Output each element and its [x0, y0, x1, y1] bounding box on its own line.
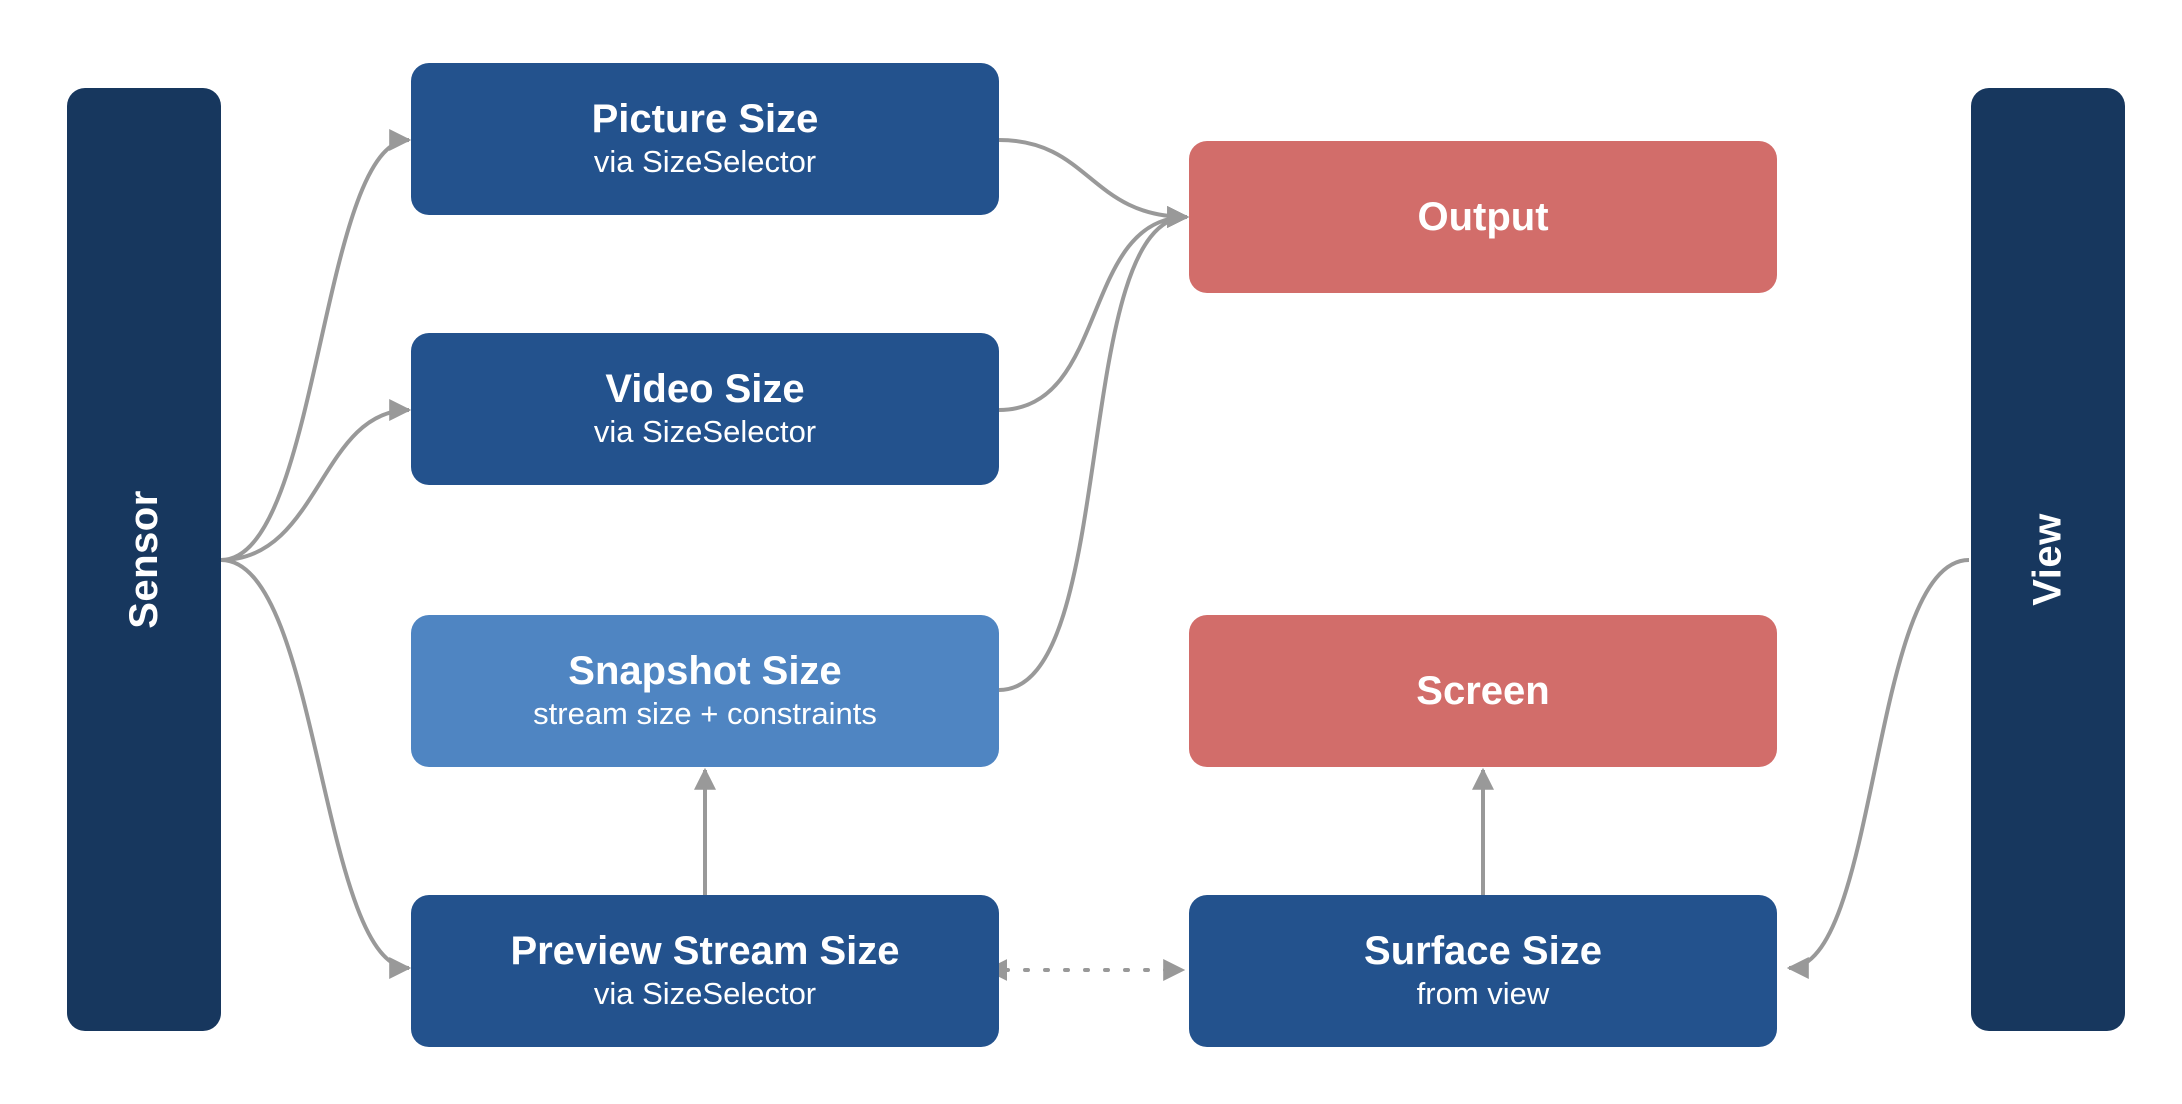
preview-stream-size-box: Preview Stream Size via SizeSelector — [411, 895, 999, 1047]
surface-size-box: Surface Size from view — [1189, 895, 1777, 1047]
snapshot-size-title: Snapshot Size — [568, 649, 842, 693]
output-title: Output — [1417, 195, 1549, 239]
preview-stream-size-title: Preview Stream Size — [510, 929, 900, 973]
screen-box: Screen — [1189, 615, 1777, 767]
surface-size-subtitle: from view — [1416, 976, 1550, 1011]
arrow-snapshot-to-output — [998, 206, 1190, 692]
arrow-sensor-to-picture — [220, 129, 412, 562]
view-label: View — [2025, 513, 2070, 606]
preview-stream-size-subtitle: via SizeSelector — [593, 976, 817, 1011]
view-bar: View — [1971, 88, 2125, 1031]
arrow-video-to-output — [998, 206, 1190, 412]
snapshot-size-box: Snapshot Size stream size + constraints — [411, 615, 999, 767]
sensor-bar: Sensor — [67, 88, 221, 1031]
arrow-sensor-to-preview — [220, 558, 412, 979]
output-box: Output — [1189, 141, 1777, 293]
video-size-title: Video Size — [605, 367, 805, 411]
sensor-label: Sensor — [121, 490, 166, 629]
video-size-box: Video Size via SizeSelector — [411, 333, 999, 485]
picture-size-box: Picture Size via SizeSelector — [411, 63, 999, 215]
video-size-subtitle: via SizeSelector — [593, 414, 817, 449]
arrow-view-to-surface — [1786, 558, 1970, 979]
snapshot-size-subtitle: stream size + constraints — [533, 696, 877, 731]
screen-title: Screen — [1416, 669, 1550, 713]
picture-size-title: Picture Size — [591, 97, 819, 141]
surface-size-title: Surface Size — [1364, 929, 1602, 973]
arrow-picture-to-output — [998, 138, 1190, 228]
picture-size-subtitle: via SizeSelector — [593, 144, 817, 179]
arrow-sensor-to-video — [220, 399, 412, 562]
